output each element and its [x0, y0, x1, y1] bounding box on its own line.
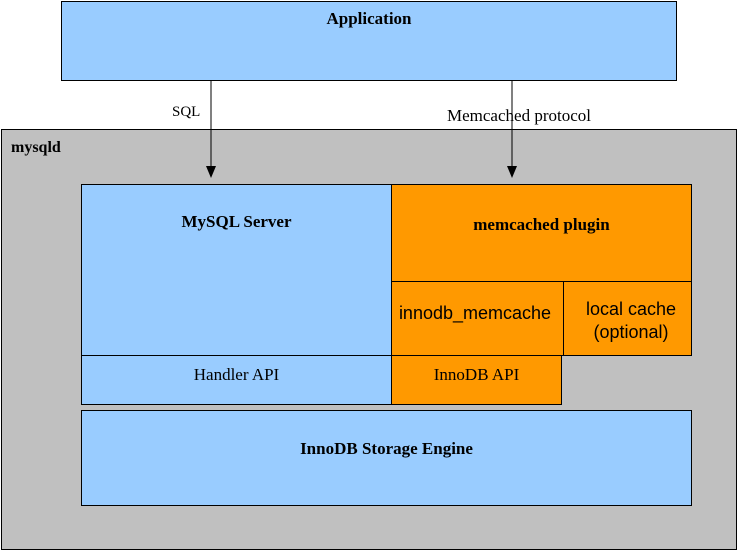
handler-api-box: [81, 355, 392, 405]
application-label: Application: [326, 9, 412, 28]
local-cache-label-line2: (optional): [593, 322, 669, 342]
memcached-protocol-edge-label: Memcached protocol: [447, 106, 591, 125]
innodb-api-label: InnoDB API: [433, 365, 520, 384]
local-cache-box: [563, 281, 692, 356]
sql-arrow-head: [206, 166, 216, 178]
sql-edge-label: SQL: [172, 104, 201, 120]
innodb-api-box: [391, 355, 562, 405]
handler-api-label: Handler API: [193, 365, 280, 384]
mysql-server-label: MySQL Server: [181, 212, 292, 231]
memcached-plugin-label: memcached plugin: [473, 215, 610, 234]
mysql-server-box: [81, 184, 392, 356]
application-box: [61, 1, 677, 81]
innodb-storage-engine-box: [81, 410, 692, 506]
innodb-storage-engine-label: InnoDB Storage Engine: [300, 439, 473, 458]
memcached-protocol-arrow-head: [507, 166, 517, 178]
mysqld-label: mysqld: [11, 139, 61, 156]
memcached-plugin-box: [391, 184, 692, 282]
local-cache-label-line1: local cache: [585, 299, 677, 319]
innodb-memcache-label: innodb_memcache: [398, 303, 552, 323]
